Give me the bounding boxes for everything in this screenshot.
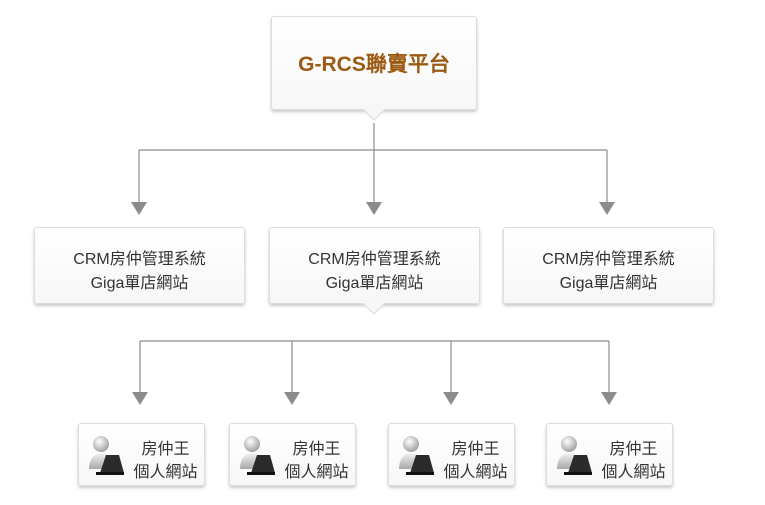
agent-sublabel: 個人網站 [601, 464, 666, 481]
agent-label: 房仲王 [141, 441, 190, 458]
agent-sublabel: 個人網站 [133, 464, 198, 481]
arrow-down-icon [284, 392, 300, 405]
agent-laptop-icon [89, 436, 124, 475]
system-pointer-inner [363, 302, 385, 313]
agent-laptop-icon [399, 436, 434, 475]
agent-label: 房仲王 [609, 441, 658, 458]
agent-node-1: 房仲王 個人網站 [78, 423, 205, 486]
system-label: CRM房仲管理系統 [308, 251, 441, 268]
system-sublabel: Giga單店網站 [90, 275, 189, 292]
system-label: CRM房仲管理系統 [542, 251, 675, 268]
agent-node-2: 房仲王 個人網站 [229, 423, 356, 486]
agent-label: 房仲王 [292, 441, 341, 458]
agent-node-3: 房仲王 個人網站 [388, 423, 515, 486]
agent-node-4: 房仲王 個人網站 [546, 423, 673, 486]
agent-label: 房仲王 [451, 441, 500, 458]
root-title: G-RCS聯賣平台 [298, 53, 450, 76]
agent-laptop-icon [557, 436, 592, 475]
system-sublabel: Giga單店網站 [559, 275, 658, 292]
system-label: CRM房仲管理系統 [73, 251, 206, 268]
root-node: G-RCS聯賣平台 [271, 16, 477, 110]
system-sublabel: Giga單店網站 [325, 275, 424, 292]
system-node-3: CRM房仲管理系統 Giga單店網站 [503, 227, 714, 304]
root-pointer-inner [363, 108, 385, 119]
arrow-down-icon [443, 392, 459, 405]
system-node-1: CRM房仲管理系統 Giga單店網站 [34, 227, 245, 304]
arrow-down-icon [131, 202, 147, 215]
agent-sublabel: 個人網站 [284, 464, 349, 481]
arrow-down-icon [366, 202, 382, 215]
system-node-2: CRM房仲管理系統 Giga單店網站 [269, 227, 480, 304]
agent-laptop-icon [240, 436, 275, 475]
arrow-down-icon [132, 392, 148, 405]
arrow-down-icon [601, 392, 617, 405]
arrow-down-icon [599, 202, 615, 215]
agent-sublabel: 個人網站 [443, 464, 508, 481]
